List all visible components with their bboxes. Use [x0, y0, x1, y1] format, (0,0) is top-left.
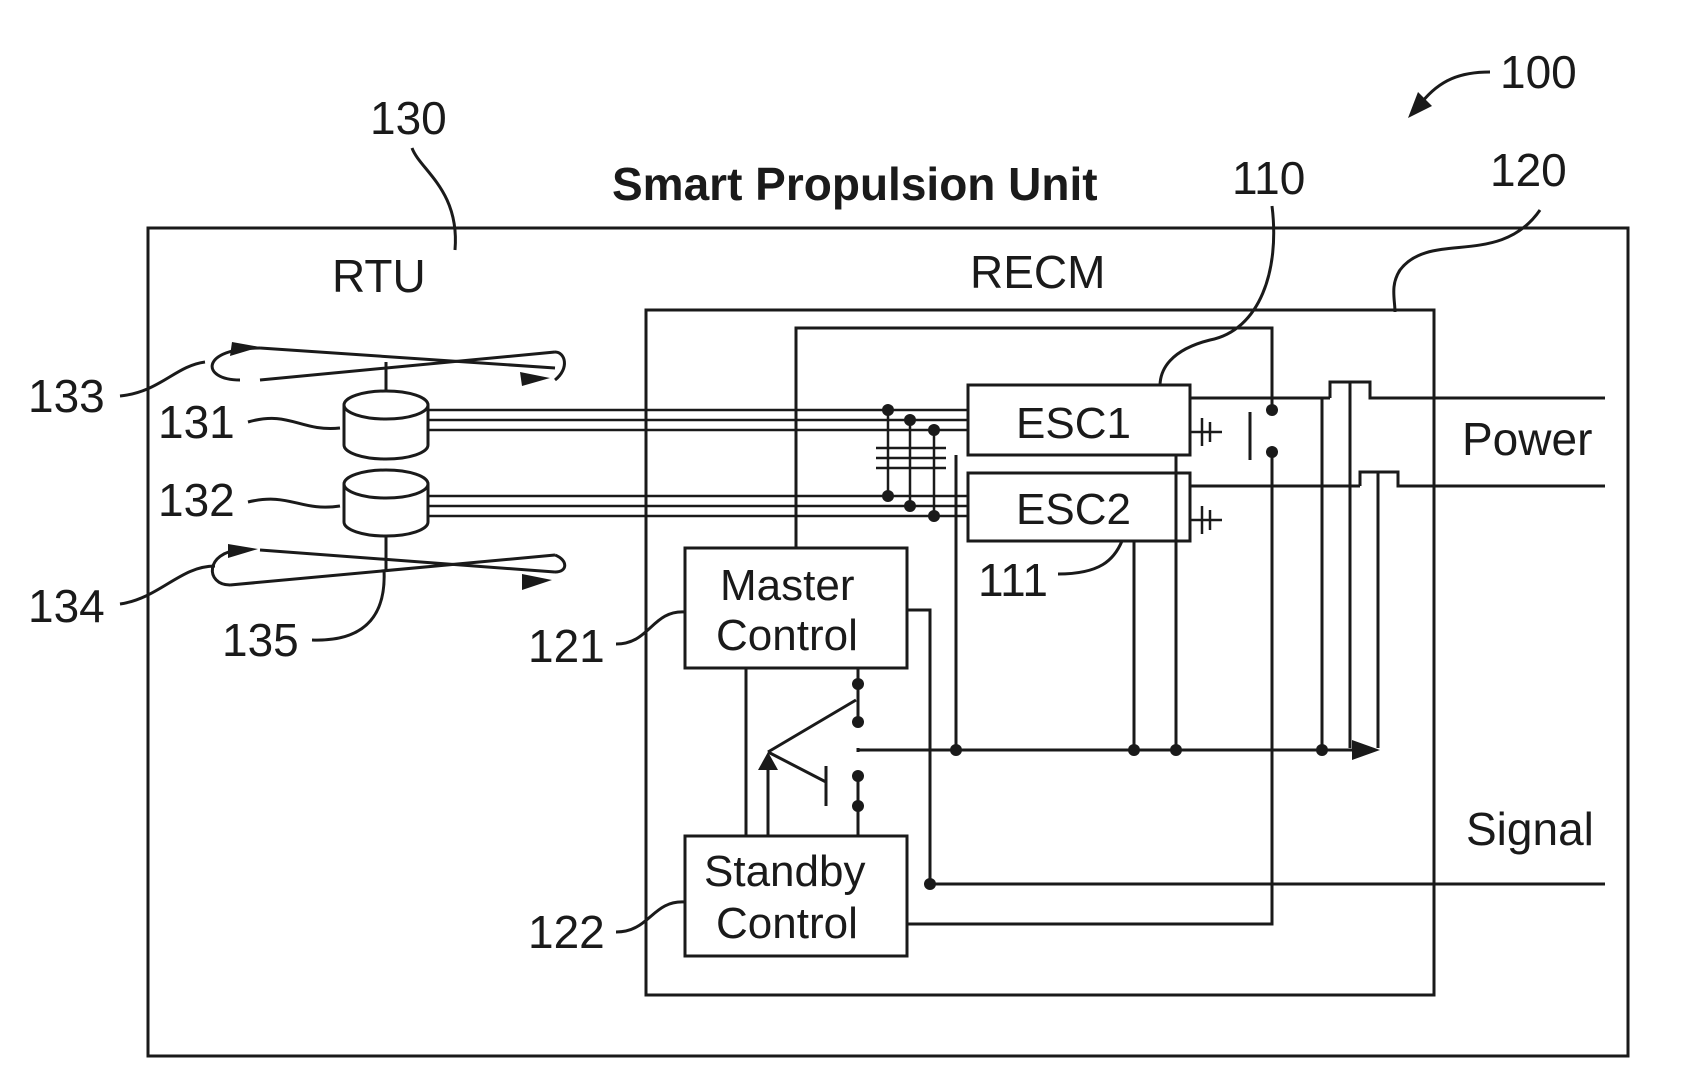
- propeller-lower: [212, 544, 564, 590]
- esc1-ground-symbol: [1190, 418, 1222, 446]
- motor-upper-leader: [248, 418, 340, 428]
- recm-leader: [1394, 210, 1540, 312]
- rtu-ref: 130: [370, 92, 447, 144]
- rtu-leader: [412, 148, 455, 250]
- power-switch: [1250, 398, 1278, 918]
- propeller-upper-leader: [120, 362, 205, 396]
- figure-pointer-arrow: [1422, 72, 1490, 102]
- esc1-ref: 110: [1232, 152, 1305, 204]
- esc2-leader: [1058, 541, 1122, 574]
- standby-control-ref: 122: [528, 906, 605, 958]
- master-control-line2: Control: [716, 611, 858, 660]
- esc2-ground-symbol: [1190, 506, 1222, 534]
- standby-control-line1: Standby: [704, 847, 865, 896]
- signal-bus-label: Signal: [1466, 803, 1594, 855]
- master-control-leader: [616, 612, 685, 644]
- shaft-leader: [312, 570, 384, 640]
- motor-upper-ref: 131: [158, 396, 235, 448]
- motor-lower-leader: [248, 499, 340, 507]
- control-switchover: [746, 668, 864, 836]
- recm-label: RECM: [970, 246, 1105, 298]
- propeller-lower-leader: [120, 566, 215, 604]
- motor-lower-ref: 132: [158, 474, 235, 526]
- master-control-ref: 121: [528, 620, 605, 672]
- esc2-ref: 111: [978, 554, 1048, 606]
- master-control-line1: Master: [720, 561, 854, 610]
- motor-upper: [344, 391, 428, 459]
- esc1-label: ESC1: [1016, 399, 1131, 448]
- rtu-label: RTU: [332, 250, 426, 302]
- figure-number: 100: [1500, 46, 1577, 98]
- power-bus-label: Power: [1462, 413, 1592, 465]
- propeller-lower-arrow-left: [228, 544, 258, 558]
- propeller-upper-ref: 133: [28, 370, 105, 422]
- smart-propulsion-unit-box: [148, 228, 1628, 1056]
- propeller-upper: [212, 342, 564, 392]
- propeller-lower-arrow-right: [522, 574, 552, 590]
- recm-ref: 120: [1490, 144, 1567, 196]
- esc1-leader: [1160, 206, 1274, 386]
- standby-control-leader: [616, 902, 685, 932]
- motor-lower: [344, 470, 428, 536]
- phase-junctions: [876, 404, 946, 522]
- propeller-upper-arrow-right: [520, 372, 550, 386]
- standby-control-line2: Control: [716, 899, 858, 948]
- diagram-title: Smart Propulsion Unit: [612, 158, 1098, 210]
- esc2-label: ESC2: [1016, 485, 1131, 534]
- propeller-lower-ref: 134: [28, 580, 105, 632]
- shaft-ref: 135: [222, 614, 299, 666]
